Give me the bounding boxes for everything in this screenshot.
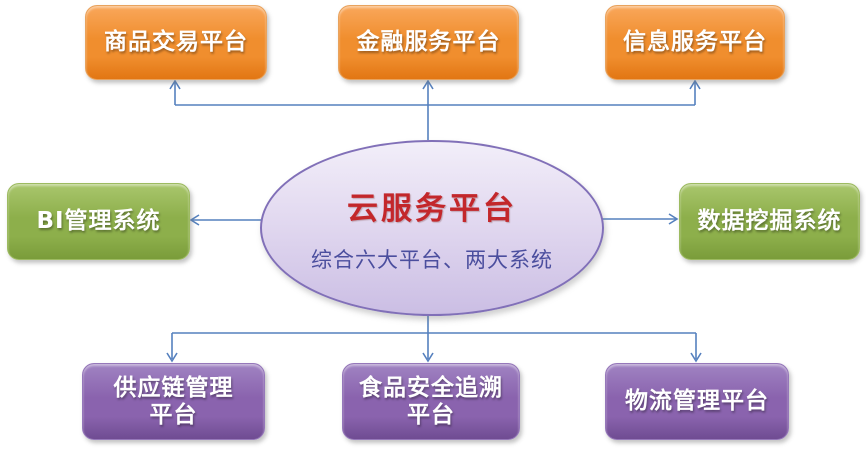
node-bi-management-system: BI管理系统 [7,183,190,260]
node-label: 商品交易平台 [104,29,248,56]
ellipse-title: 云服务平台 [347,190,517,227]
node-supply-chain-management-platform: 供应链管理 平台 [82,363,265,440]
node-label-line2: 平台 [407,401,455,428]
arrowhead-up-center-icon [422,79,434,90]
node-logistics-management-platform: 物流管理平台 [605,363,789,440]
node-label-line1: 物流管理平台 [625,388,769,415]
node-food-safety-traceability-platform: 食品安全追溯 平台 [342,363,520,440]
node-data-mining-system: 数据挖掘系统 [679,183,860,260]
arrowhead-down-left-icon [166,352,178,363]
node-label-line2: 平台 [149,401,198,428]
arrowhead-up-right-icon [689,79,701,90]
arrowhead-down-right-icon [690,352,702,363]
node-label-line1: 食品安全追溯 [359,375,503,402]
node-financial-services-platform: 金融服务平台 [338,5,519,80]
arrowhead-right-icon [668,213,679,225]
arrowhead-left-icon [189,214,200,226]
node-label: 金融服务平台 [356,29,501,56]
node-information-services-platform: 信息服务平台 [605,5,785,80]
node-label: BI管理系统 [36,208,161,235]
node-commodity-trading-platform: 商品交易平台 [85,5,267,80]
arrowhead-down-center-icon [422,352,434,363]
node-label: 信息服务平台 [623,29,767,56]
node-label-line1: 供应链管理 [113,375,234,402]
ellipse-subtitle: 综合六大平台、两大系统 [311,247,553,272]
arrowhead-up-left-icon [169,79,181,90]
node-label: 数据挖掘系统 [697,208,842,235]
center-ellipse-cloud-service-platform: 云服务平台 综合六大平台、两大系统 [260,140,604,316]
